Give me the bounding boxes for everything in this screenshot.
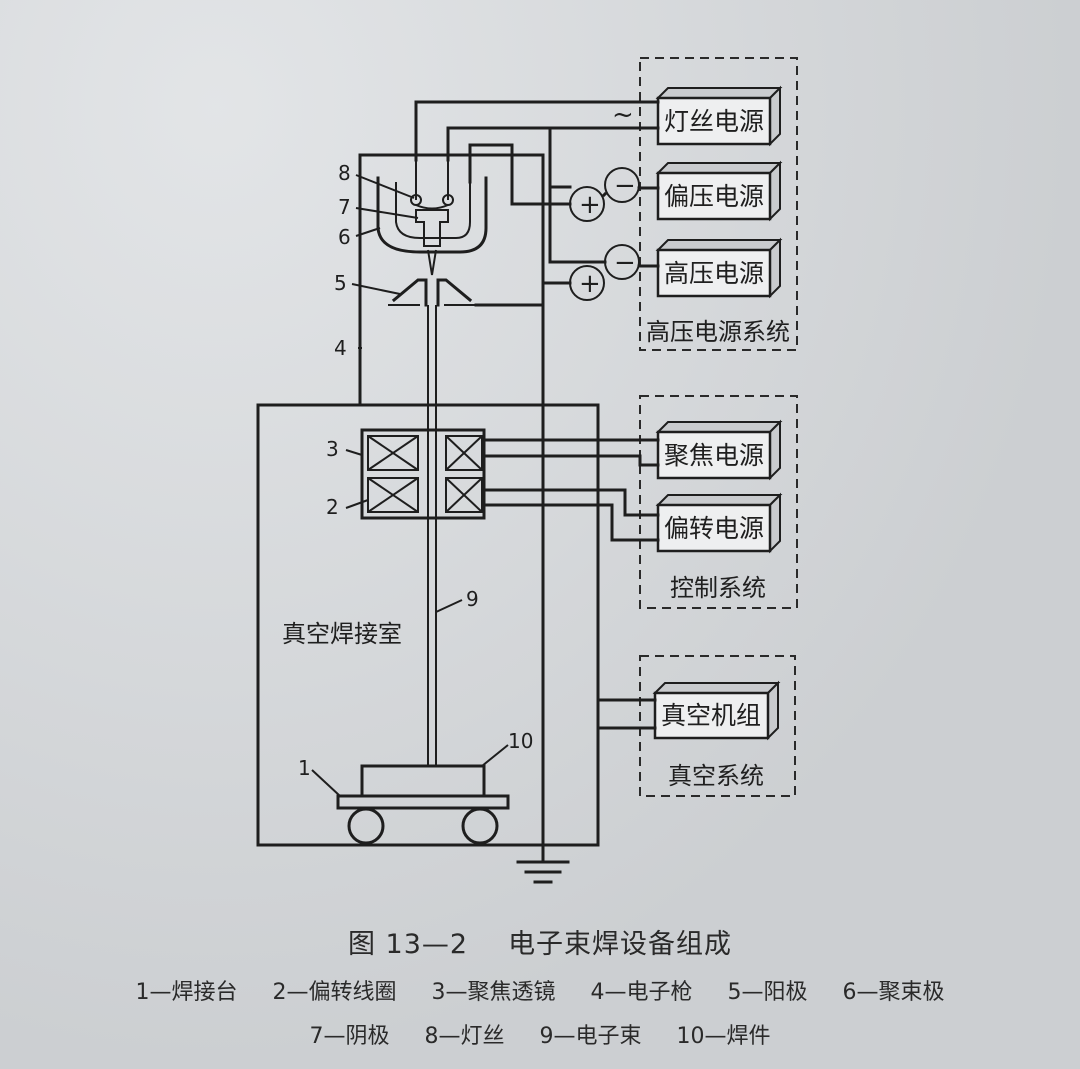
label-2: 2 xyxy=(326,495,339,519)
label-4: 4 xyxy=(334,336,347,360)
label-5: 5 xyxy=(334,271,347,295)
vacuum-chamber xyxy=(256,403,600,847)
hv-minus-sign: − xyxy=(614,248,636,278)
legend-item: 1—焊接台 xyxy=(135,980,238,1005)
workpiece xyxy=(360,764,486,798)
bias-wire xyxy=(468,143,572,206)
anode xyxy=(391,278,473,307)
hv-system-frame xyxy=(639,57,798,351)
bias-power-label: 偏压电源 xyxy=(664,182,764,211)
legend-item: 8—灯丝 xyxy=(424,1024,505,1049)
vacuum-system-frame xyxy=(639,655,796,797)
hv-plus-sign: + xyxy=(579,269,601,299)
label-7: 7 xyxy=(338,195,351,219)
deflect-wire-a xyxy=(482,488,660,517)
figure-title: 电子束焊设备组成 xyxy=(508,929,733,960)
label-6: 6 xyxy=(338,225,351,249)
filament-wire-b xyxy=(446,126,660,162)
focusing-electrode xyxy=(376,176,488,254)
deflection-coils xyxy=(367,477,483,513)
chamber-label: 真空焊接室 xyxy=(282,620,402,648)
vacuum-unit-box: 真空机组 xyxy=(652,680,781,741)
label-10: 10 xyxy=(508,729,533,753)
deflect-power-label: 偏转电源 xyxy=(664,514,764,543)
legend-item: 9—电子束 xyxy=(539,1024,642,1049)
filament-wire-a xyxy=(414,100,660,162)
bias-power-box: 偏压电源 xyxy=(655,160,783,222)
legend-item: 3—聚焦透镜 xyxy=(431,980,556,1005)
focus-wire-b xyxy=(482,454,660,467)
vacuum-unit-label: 真空机组 xyxy=(661,701,761,730)
legend-row-1: 1—焊接台 2—偏转线圈 3—聚焦透镜 4—电子枪 5—阳极 6—聚束极 xyxy=(0,974,1080,1006)
filament-power-label: 灯丝电源 xyxy=(664,107,764,136)
hv-power-label: 高压电源 xyxy=(664,259,764,288)
legend-item: 7—阴极 xyxy=(309,1024,390,1049)
control-system-frame xyxy=(639,395,798,609)
electron-gun-housing xyxy=(358,153,545,407)
anode-wire xyxy=(474,281,572,307)
ground-icon xyxy=(516,860,570,884)
deflect-wire-b xyxy=(482,503,660,542)
hv-power-box: 高压电源 xyxy=(655,237,783,299)
figure-number: 图 13—2 xyxy=(347,929,469,960)
focus-lens-coils xyxy=(360,428,486,520)
label-9: 9 xyxy=(466,587,479,611)
bias-minus-sign: − xyxy=(614,171,636,201)
focus-power-box: 聚焦电源 xyxy=(655,419,783,481)
legend-item: 6—聚束极 xyxy=(842,980,945,1005)
bias-minus-terminal xyxy=(604,167,640,203)
ac-symbol: ~ xyxy=(612,100,634,130)
label-1: 1 xyxy=(298,756,311,780)
table-wheel-right xyxy=(461,807,499,845)
label-8: 8 xyxy=(338,161,351,185)
control-system-label: 控制系统 xyxy=(670,574,766,602)
legend-item: 10—焊件 xyxy=(676,1024,771,1049)
bias-plus-sign: + xyxy=(579,190,601,220)
bias-plus-terminal xyxy=(569,186,605,222)
label-3: 3 xyxy=(326,437,339,461)
focus-power-label: 聚焦电源 xyxy=(664,441,764,470)
legend-row-2: 7—阴极 8—灯丝 9—电子束 10—焊件 xyxy=(0,1018,1080,1050)
cathode xyxy=(415,209,449,247)
welding-table xyxy=(336,794,510,810)
legend-item: 5—阳极 xyxy=(727,980,808,1005)
deflect-power-box: 偏转电源 xyxy=(655,492,783,554)
table-wheel-left xyxy=(347,807,385,845)
vacuum-system-label: 真空系统 xyxy=(668,762,764,790)
legend-item: 2—偏转线圈 xyxy=(272,980,397,1005)
figure-caption: 图 13—2 电子束焊设备组成 xyxy=(0,922,1080,961)
hv-system-label: 高压电源系统 xyxy=(646,318,790,346)
filament-power-box: 灯丝电源 xyxy=(655,85,783,147)
legend-item: 4—电子枪 xyxy=(590,980,693,1005)
